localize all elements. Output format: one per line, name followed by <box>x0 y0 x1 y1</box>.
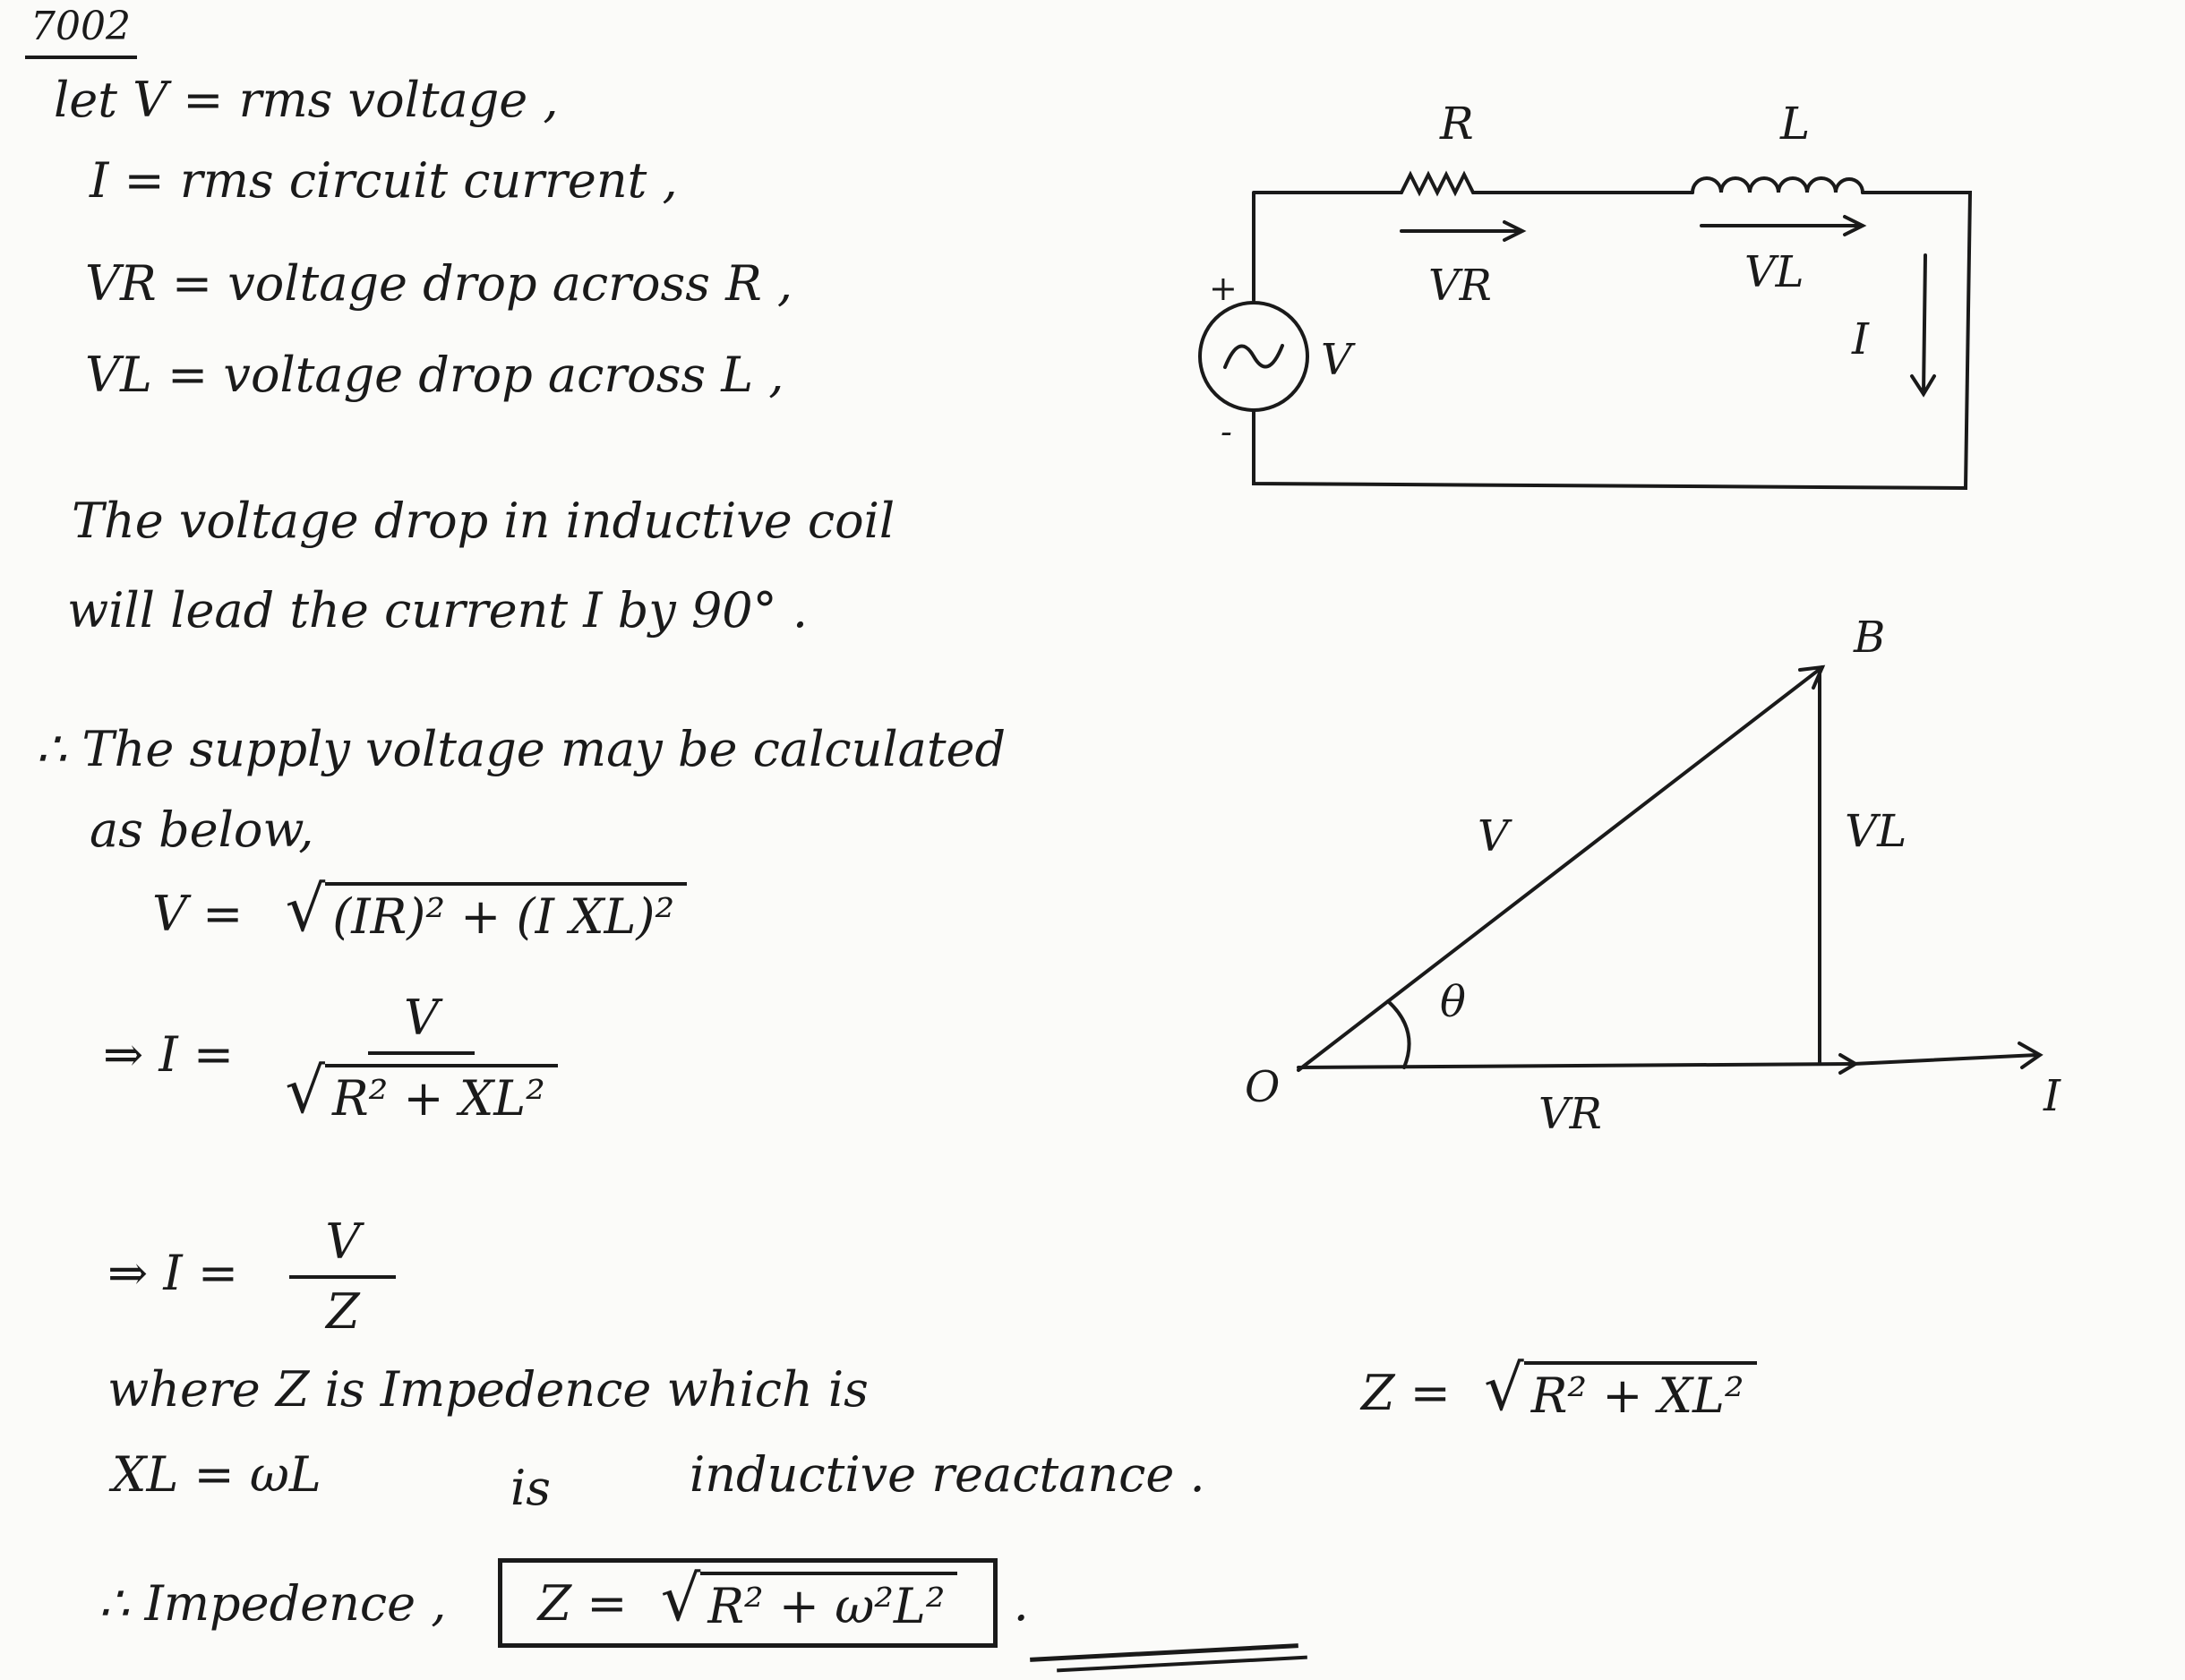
phasor-v-arrowhead <box>1798 664 1826 690</box>
source-label: V <box>1321 335 1356 385</box>
equation-i-1-denominator-root: √ R² + XL² <box>285 1054 558 1127</box>
equation-i-2-denominator: Z <box>326 1283 360 1340</box>
equation-i-1: ⇒ I = V √ R² + XL² <box>103 994 558 1123</box>
def-rms-voltage: let V = rms voltage , <box>54 72 559 128</box>
equation-i-1-denominator: R² + XL² <box>324 1064 558 1123</box>
phasor-i-arrowhead <box>2018 1041 2044 1069</box>
equation-i-1-numerator: V <box>368 994 476 1055</box>
ac-source-wave <box>1223 344 1284 369</box>
z-equation-root: √ R² + XL² <box>1484 1351 1757 1425</box>
phasor-i-line <box>1852 1053 2039 1066</box>
phasor-i-label: I <box>2043 1071 2061 1121</box>
supply-line-2: as below, <box>90 801 314 858</box>
equation-i-2: ⇒ I = V Z <box>107 1218 397 1340</box>
vr-label: VR <box>1428 261 1492 311</box>
ac-source <box>1198 301 1309 412</box>
resistor-zigzag <box>1400 170 1475 197</box>
phasor-b-label: B <box>1853 613 1885 663</box>
equation-i-2-lhs: ⇒ I = <box>107 1245 239 1301</box>
current-arrow <box>1910 253 1936 398</box>
phasor-vl-label: VL <box>1845 805 1907 857</box>
def-vl: VL = voltage drop across L , <box>85 347 784 403</box>
current-label: I <box>1851 314 1870 364</box>
source-plus: + <box>1209 269 1238 308</box>
sqrt-symbol: √ <box>285 1054 325 1127</box>
def-vr: VR = voltage drop across R , <box>85 255 793 312</box>
final-z-radicand: R² + ω²L² <box>700 1572 958 1631</box>
final-equation: ∴ Impedence , Z = √ R² + ω²L² . <box>99 1558 1029 1648</box>
final-z-root: √ R² + ω²L² <box>660 1562 958 1635</box>
circuit-wire <box>1252 191 1973 491</box>
source-minus: - <box>1221 412 1232 451</box>
equation-i-1-lhs: ⇒ I = <box>103 1026 235 1083</box>
inductor-label: L <box>1779 98 1810 150</box>
equation-i-2-numerator: V <box>289 1218 397 1279</box>
xl-is: is <box>510 1460 551 1516</box>
resistor-label: R <box>1439 98 1474 150</box>
phasor-v-line <box>1297 665 1824 1072</box>
sqrt-symbol: √ <box>660 1562 701 1635</box>
lead-line-2: will lead the current I by 90° . <box>67 582 808 639</box>
xl-description: inductive reactance . <box>690 1446 1205 1503</box>
phasor-theta-label: θ <box>1440 977 1466 1027</box>
def-rms-current: I = rms circuit current , <box>90 152 678 209</box>
phasor-vr-line <box>1297 1062 1855 1069</box>
phasor-origin-label: O <box>1245 1062 1280 1112</box>
z-equation-radicand: R² + XL² <box>1523 1361 1757 1420</box>
supply-line-1: ∴ The supply voltage may be calculated <box>36 721 1007 777</box>
phasor-v-label: V <box>1478 811 1512 861</box>
lead-line-1: The voltage drop in inductive coil <box>72 493 895 549</box>
page-number-underline <box>25 56 137 59</box>
theta-arc <box>1386 999 1411 1069</box>
z-equation-lhs: Z = <box>1361 1365 1451 1421</box>
equation-i-2-fraction: V Z <box>289 1218 397 1340</box>
page-number: 7002 <box>30 4 131 49</box>
final-boxed-result: Z = √ R² + ω²L² <box>497 1558 998 1648</box>
where-statement: where Z is Impedence which is <box>107 1361 869 1418</box>
final-label: ∴ Impedence , <box>99 1575 447 1632</box>
vl-arrow <box>1700 215 1867 236</box>
sqrt-symbol: √ <box>285 872 326 946</box>
equation-i-1-fraction: V √ R² + XL² <box>285 994 558 1127</box>
sqrt-symbol: √ <box>1484 1351 1524 1425</box>
xl-equation: XL = ωL <box>112 1446 321 1503</box>
phasor-vr-label: VR <box>1538 1089 1602 1139</box>
final-z-lhs: Z = <box>537 1575 628 1632</box>
vl-label: VL <box>1744 247 1804 297</box>
equation-v-lhs: V = <box>152 886 244 942</box>
z-equation: Z = √ R² + XL² <box>1361 1351 1757 1425</box>
equation-v-root: √ (IR)² + (I XL)² <box>285 872 688 946</box>
inductor-coil <box>1691 176 1864 194</box>
equation-v-radicand: (IR)² + (I XL)² <box>325 882 688 941</box>
vr-arrow <box>1400 220 1527 242</box>
final-end-dot: . <box>1013 1575 1029 1632</box>
equation-v: V = √ (IR)² + (I XL)² <box>152 872 688 946</box>
